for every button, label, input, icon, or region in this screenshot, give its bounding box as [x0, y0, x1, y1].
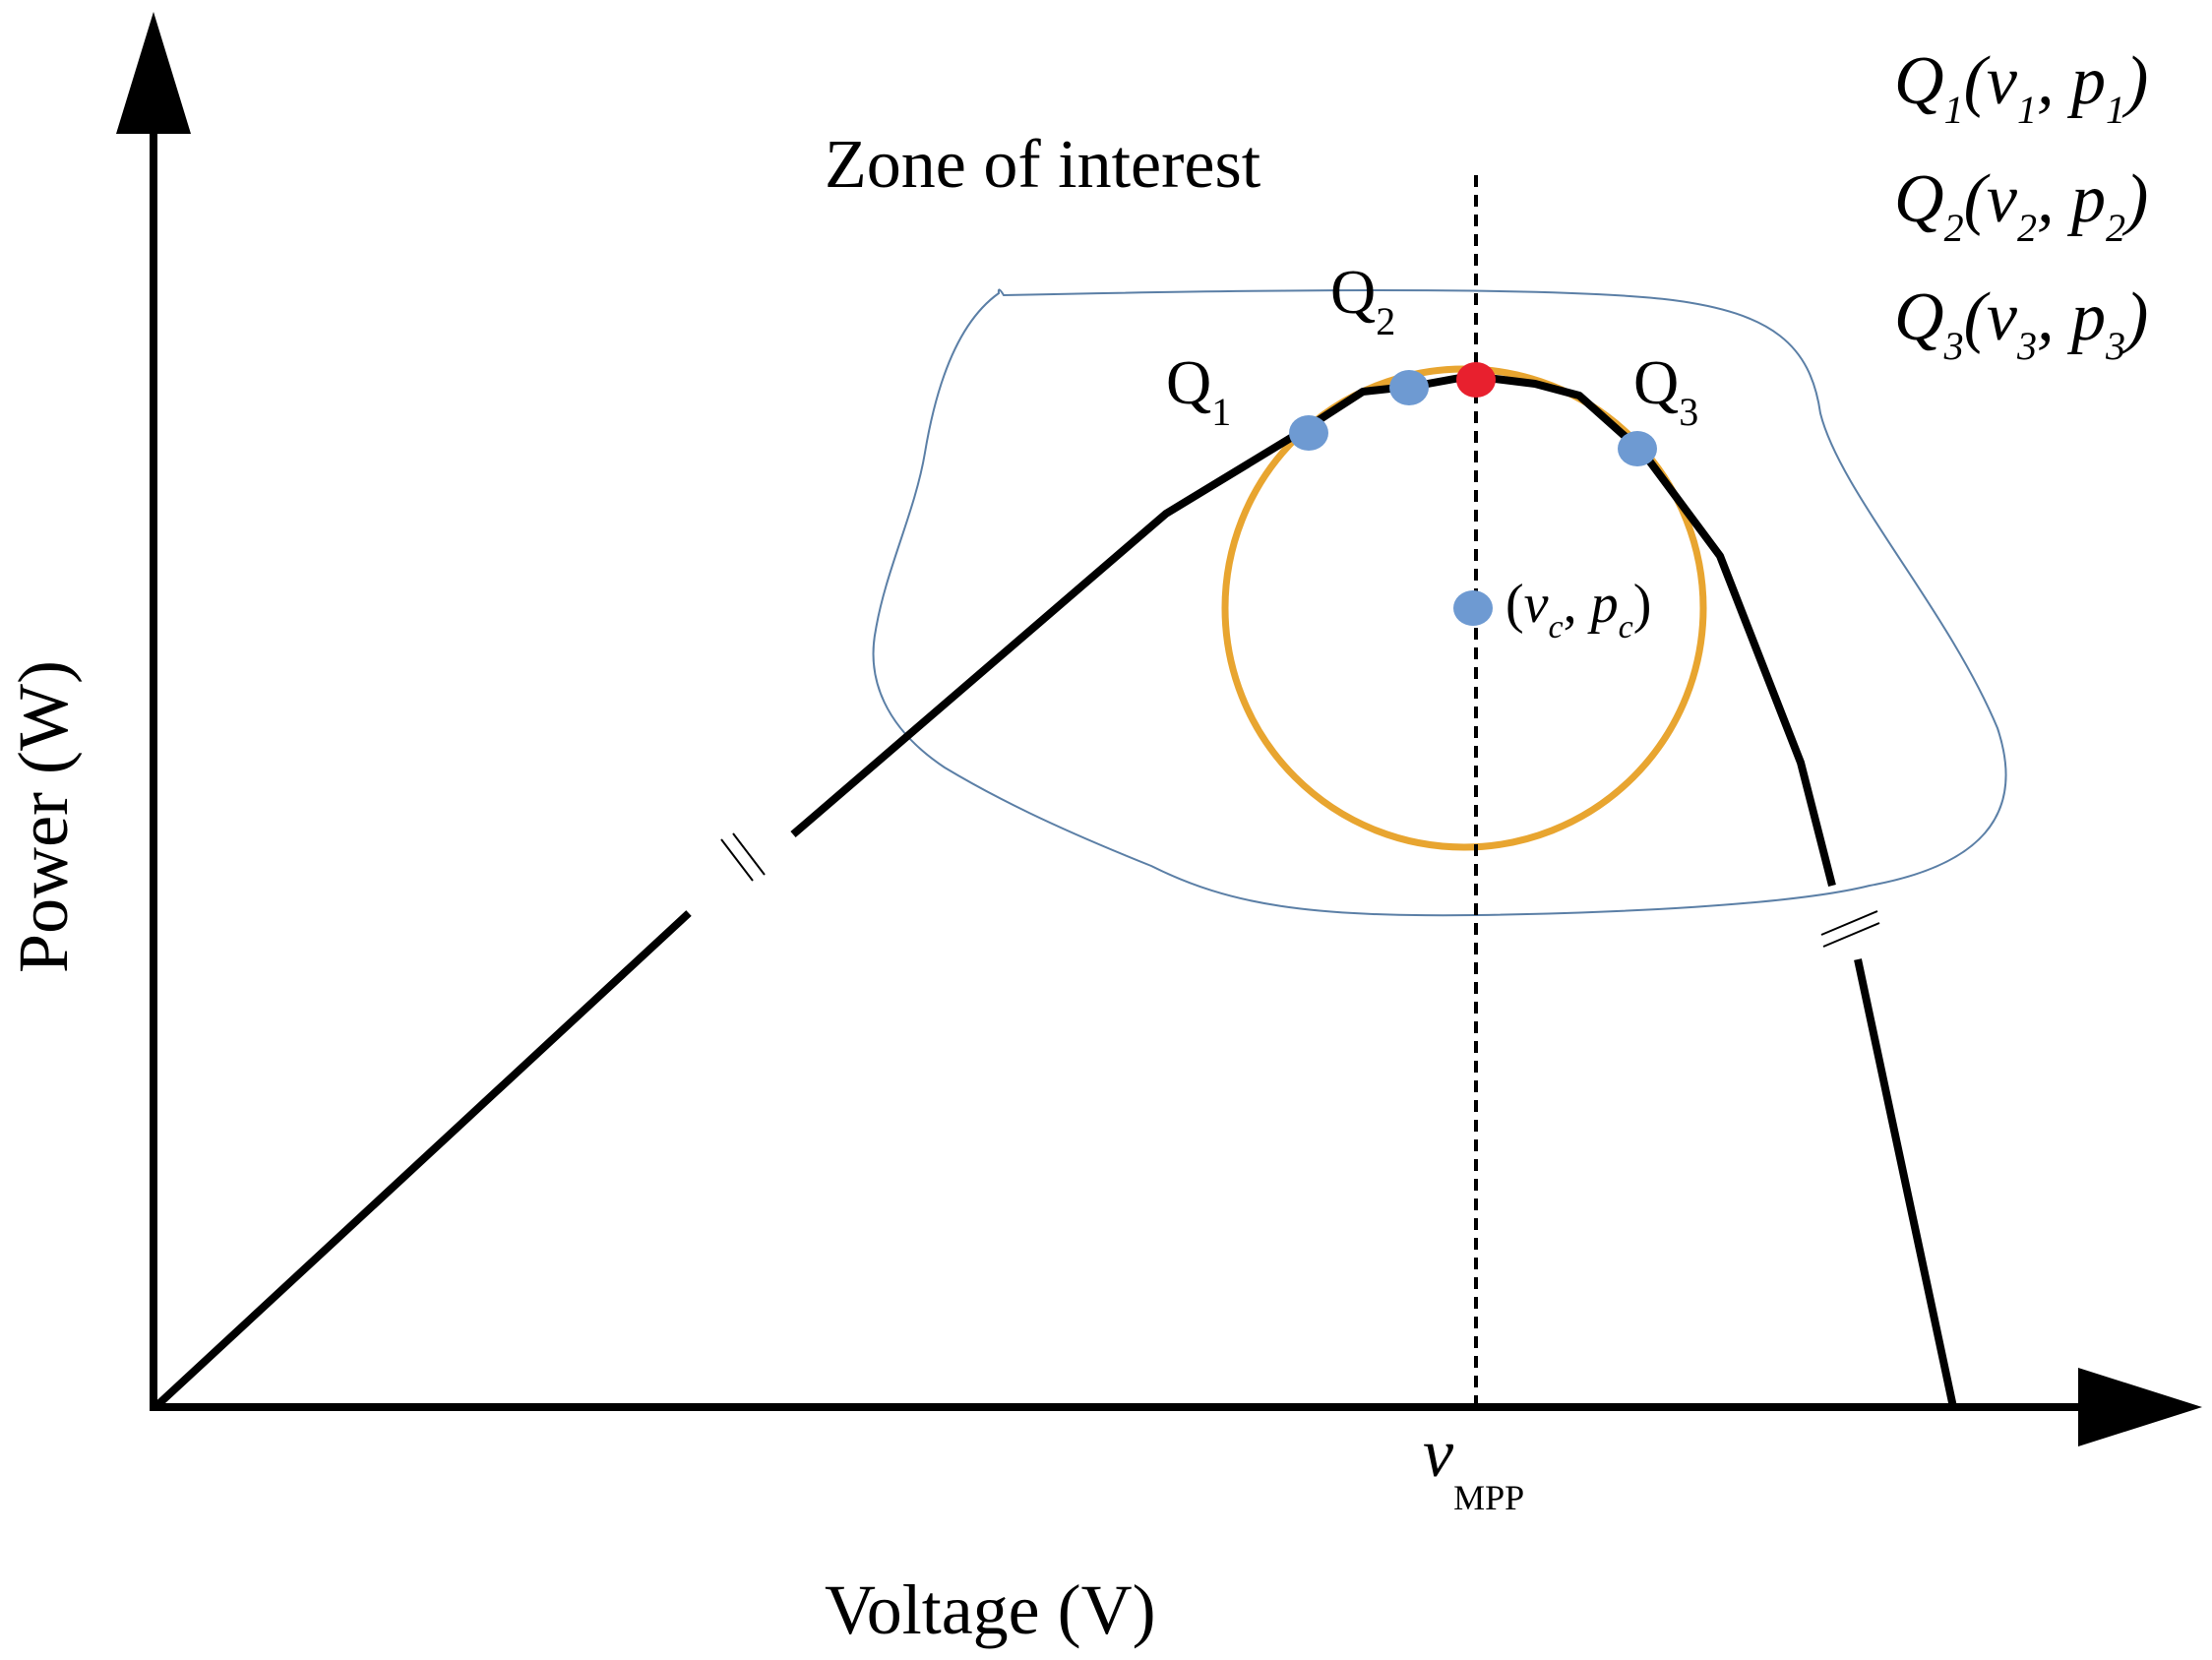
mpp-point: [1456, 362, 1496, 398]
zone-of-interest-outline: [872, 288, 2007, 917]
y-axis-label: Power (W): [4, 660, 83, 973]
legend-item-q3: Q3(v3, p3): [1894, 279, 2148, 368]
center-point: [1453, 590, 1493, 626]
zone-of-interest-label: Zone of interest: [825, 127, 1261, 203]
x-axis-arrowhead: [2078, 1368, 2202, 1446]
q1-point: [1289, 415, 1328, 451]
pv-curve-left-lower: [154, 910, 692, 1408]
q3-label: Q3: [1633, 347, 1698, 434]
x-axis-label: Voltage (V): [825, 1570, 1156, 1649]
legend-item-q1: Q1(v1, p1): [1894, 43, 2148, 132]
q1-label: Q1: [1166, 347, 1231, 434]
q2-point: [1389, 370, 1429, 405]
pv-curve-right-lower: [1854, 958, 1957, 1408]
q2-label: Q2: [1330, 257, 1395, 343]
legend-item-q2: Q2(v2, p2): [1894, 161, 2148, 250]
vmpp-label: vMPP: [1423, 1416, 1524, 1517]
center-point-label: (vc, pc): [1505, 574, 1651, 646]
y-axis-arrowhead: [116, 12, 191, 134]
pv-curve-left-upper: [790, 372, 1836, 887]
q3-point: [1618, 431, 1657, 466]
point-legend: Q1(v1, p1) Q2(v2, p2) Q3(v3, p3): [1894, 43, 2148, 368]
left-break-mark: [720, 832, 766, 882]
right-break-mark: [1820, 910, 1880, 948]
